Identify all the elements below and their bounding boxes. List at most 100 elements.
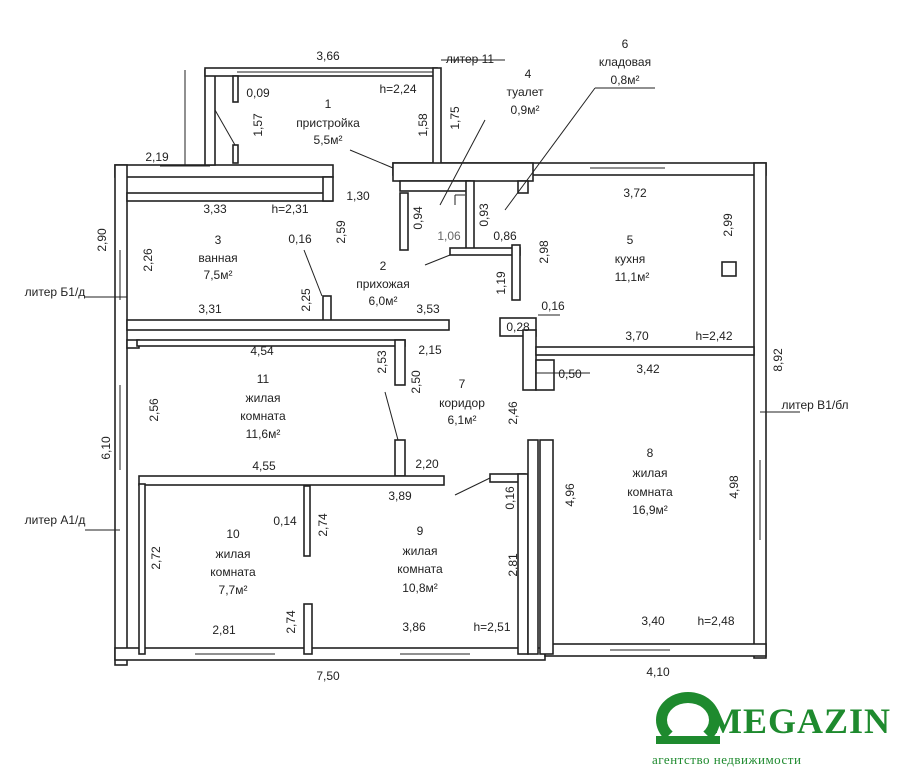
dim-label: 0,16 — [503, 486, 517, 510]
room-8-num: 8 — [647, 446, 654, 460]
room-8-height: h=2,48 — [697, 614, 734, 628]
logo-o-icon — [656, 692, 720, 748]
room-4-num: 4 — [525, 67, 532, 81]
dim-label: 2,74 — [284, 610, 298, 634]
dim-label: 0,28 — [506, 320, 530, 334]
room-7-area: 6,1м² — [448, 413, 477, 427]
room-4-name: туалет — [507, 85, 544, 99]
room-5-name: кухня — [615, 252, 646, 266]
room-7-num: 7 — [459, 377, 466, 391]
dim-label: 0,14 — [273, 514, 297, 528]
room-11-name2: комната — [240, 409, 286, 423]
room-6-num: 6 — [622, 37, 629, 51]
room-6-area: 0,8м² — [611, 73, 640, 87]
room-1-name: пристройка — [296, 116, 360, 130]
dim-label: 0,93 — [477, 203, 491, 227]
room-2-name: прихожая — [356, 277, 409, 291]
dimension-labels: 3,66 0,09 2,19 1,30 3,33 0,16 3,31 3,53 … — [145, 49, 670, 683]
liter-b1-label: литер Б1/д — [25, 285, 86, 299]
dim-label: 2,74 — [316, 513, 330, 537]
dim-label: 4,98 — [727, 475, 741, 499]
room-8-name2: комната — [627, 485, 673, 499]
room-11-name1: жилая — [246, 391, 281, 405]
dim-label: 2,72 — [149, 546, 163, 570]
dim-label: 1,58 — [416, 113, 430, 137]
dim-label: 1,30 — [346, 189, 370, 203]
dim-label: 2,81 — [506, 553, 520, 577]
room-10-area: 7,7м² — [219, 583, 248, 597]
room-5-height: h=2,42 — [695, 329, 732, 343]
room-10-num: 10 — [226, 527, 240, 541]
room-3-area: 7,5м² — [204, 268, 233, 282]
dim-label: 4,96 — [563, 483, 577, 507]
room-10-name2: комната — [210, 565, 256, 579]
room-10-name1: жилая — [216, 547, 251, 561]
dim-label: 2,56 — [147, 398, 161, 422]
dim-label: 3,72 — [623, 186, 647, 200]
room-4-area: 0,9м² — [511, 103, 540, 117]
dim-label: 3,40 — [641, 614, 665, 628]
room-6-name: кладовая — [599, 55, 651, 69]
dim-label: 2,25 — [299, 288, 313, 312]
dim-label: 1,75 — [448, 106, 462, 130]
room-2-area: 6,0м² — [369, 294, 398, 308]
dim-label: 7,50 — [316, 669, 340, 683]
dim-label: 1,06 — [437, 229, 461, 243]
room-11-num: 11 — [257, 372, 270, 386]
dim-label: 3,66 — [316, 49, 340, 63]
dim-label: 0,16 — [541, 299, 565, 313]
dim-label: 3,42 — [636, 362, 660, 376]
room-2-num: 2 — [380, 259, 387, 273]
room-9-name2: комната — [397, 562, 443, 576]
dim-label: 2,59 — [334, 220, 348, 244]
room-11-area: 11,6м² — [246, 427, 281, 441]
dim-label: 2,99 — [721, 213, 735, 237]
dim-label: 0,50 — [558, 367, 582, 381]
room-9-num: 9 — [417, 524, 424, 538]
dim-label: 2,53 — [375, 350, 389, 374]
dim-label: 6,10 — [99, 436, 113, 460]
logo-brand-text: MEGAZIN — [708, 701, 892, 741]
room-5-num: 5 — [627, 233, 634, 247]
liter-labels: литер 11 литер Б1/д литер А1/д литер В1/… — [25, 52, 849, 527]
dim-label: 3,89 — [388, 489, 412, 503]
room-3-name: ванная — [198, 251, 237, 265]
dim-label: 4,55 — [252, 459, 276, 473]
dim-label: 2,46 — [506, 401, 520, 425]
dim-label: 3,53 — [416, 302, 440, 316]
dim-label: 0,09 — [246, 86, 270, 100]
dim-label: 2,98 — [537, 240, 551, 264]
room-7-name: коридор — [439, 396, 485, 410]
dim-label: 0,94 — [411, 206, 425, 230]
extension-walls — [184, 67, 534, 182]
liter-11-label: литер 11 — [446, 52, 495, 66]
dim-label: 2,26 — [141, 248, 155, 272]
dim-label: 1,57 — [251, 113, 265, 137]
room-8-area: 16,9м² — [632, 503, 668, 517]
dim-label: 3,86 — [402, 620, 426, 634]
interior-walls — [126, 176, 755, 655]
dim-label: 8,92 — [771, 348, 785, 372]
room-9-name1: жилая — [403, 544, 438, 558]
logo-base-icon — [656, 736, 720, 744]
dim-label: 2,19 — [145, 150, 169, 164]
leader-lines — [85, 59, 800, 531]
dim-label: 2,15 — [418, 343, 442, 357]
liter-a1-label: литер А1/д — [25, 513, 86, 527]
dim-label: 4,10 — [646, 665, 670, 679]
room-labels: 1 пристройка 5,5м² h=2,24 2 прихожая 6,0… — [198, 37, 735, 634]
brand-logo: MEGAZIN агентство недвижимости — [650, 690, 905, 768]
room-3-height: h=2,31 — [271, 202, 308, 216]
dim-label: 2,90 — [95, 228, 109, 252]
logo-tagline: агентство недвижимости — [652, 752, 802, 767]
dim-label: 3,70 — [625, 329, 649, 343]
dim-label: 2,81 — [212, 623, 236, 637]
room-5-area: 11,1м² — [615, 270, 650, 284]
room-1-height: h=2,24 — [379, 82, 416, 96]
room-9-area: 10,8м² — [402, 581, 438, 595]
dim-label: 4,54 — [250, 344, 274, 358]
dim-label: 3,33 — [203, 202, 227, 216]
room-9-height: h=2,51 — [473, 620, 510, 634]
liter-v1-label: литер В1/бл — [781, 398, 848, 412]
